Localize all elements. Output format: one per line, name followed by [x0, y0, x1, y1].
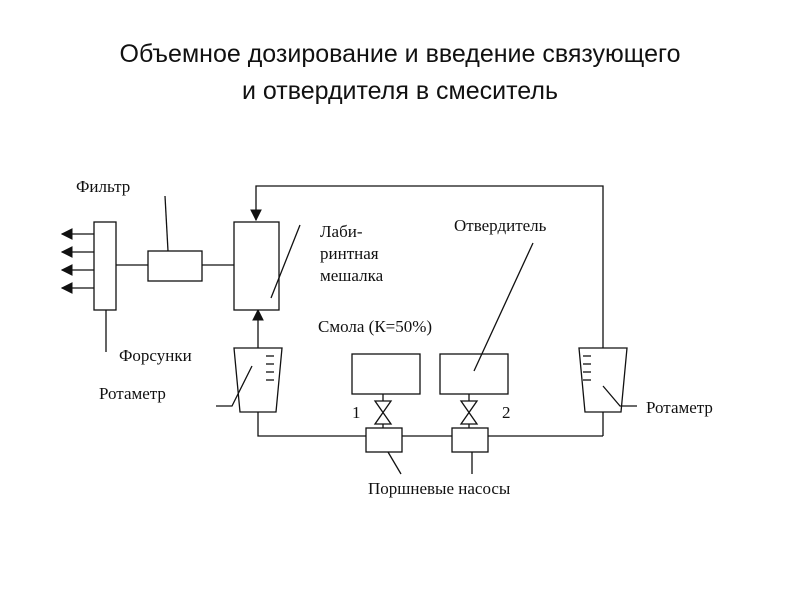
rotameter-left [233, 347, 283, 413]
label-valve-1: 1 [352, 403, 361, 422]
labyrinth-mixer [233, 221, 280, 311]
rotameter-right-scale [583, 355, 591, 381]
valve-1 [373, 400, 393, 425]
pump-1-leader [387, 451, 402, 475]
title-line-2: и отвердителя в смеситель [242, 77, 558, 105]
label-resin: Смола (К=50%) [318, 317, 432, 336]
nozzles-block [93, 221, 117, 311]
label-valve-2: 2 [502, 403, 511, 422]
hardener-leader [473, 242, 534, 372]
label-pumps: Поршневые насосы [368, 479, 511, 498]
rotameter-left-leader [216, 365, 253, 407]
bottom-pipe [257, 412, 603, 437]
label-filter: Фильтр [76, 177, 130, 196]
label-nozzles: Форсунки [119, 346, 192, 365]
mixer-leader [270, 224, 301, 299]
label-hardener: Отвердитель [454, 216, 547, 235]
resin-tank [351, 353, 421, 395]
label-mixer-line-1: Лаби- [320, 222, 363, 241]
piston-pump-1 [365, 427, 403, 453]
slide-title: Объемное дозирование и введение связующе… [0, 36, 800, 110]
label-rotameter-left: Ротаметр [99, 384, 166, 403]
rotameter-right-leader [602, 385, 637, 407]
hardener-tank [439, 353, 509, 395]
piston-pump-2 [451, 427, 489, 453]
filter-box [147, 250, 203, 282]
title-line-1: Объемное дозирование и введение связующе… [119, 40, 681, 68]
top-return-pipe [250, 185, 604, 350]
valve-2 [459, 400, 479, 425]
label-mixer-line-3: мешалка [320, 266, 384, 285]
label-mixer-line-2: ринтная [320, 244, 379, 263]
filter-leader [164, 195, 169, 252]
nozzle-arrows [60, 228, 94, 294]
label-rotameter-right: Ротаметр [646, 398, 713, 417]
rotameter-left-scale [266, 355, 274, 381]
